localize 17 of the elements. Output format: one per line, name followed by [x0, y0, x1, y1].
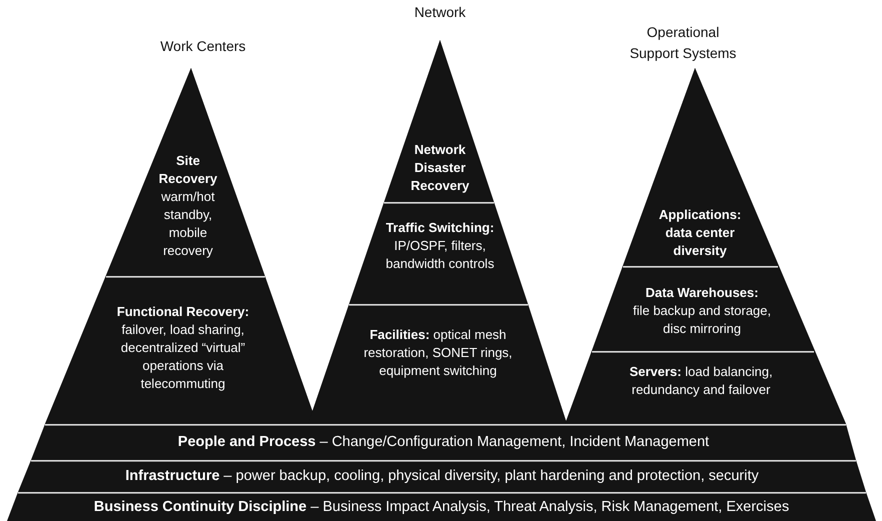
layer-description: IP/OSPF, filters, bandwidth controls [384, 237, 496, 273]
layer-description: warm/hot standby, mobile recovery [160, 188, 216, 260]
pillar-heading: Network [413, 3, 467, 22]
layer-description: Servers: load balancing, redundancy and failover [628, 363, 774, 399]
band-text: Infrastructure – power backup, cooling, physical diversity, plant hardening and protection, security [125, 467, 759, 485]
band-text: People and Process – Change/Configuration Management, Incident Management [178, 433, 710, 451]
pillar-heading: Operational Support Systems [628, 23, 738, 63]
pillar-heading: Work Centers [159, 37, 247, 56]
layer-description: Network Disaster Recovery [410, 141, 470, 195]
band-text: Business Continuity Discipline – Business Impact Analysis, Threat Analysis, Risk Management, Exercises [94, 498, 790, 516]
layer-description: failover, load sharing, decentralized “virtual” operations via telecommuting [120, 321, 246, 393]
layer-heading: Traffic Switching: [386, 219, 494, 237]
layer-heading: Data Warehouses: [646, 284, 758, 302]
layer-description: Applications: data center diversity [658, 206, 742, 260]
layer-description: Facilities: optical mesh restoration, SONET rings, equipment switching [362, 326, 514, 380]
layer-heading: Functional Recovery: [116, 303, 250, 321]
layer-description: file backup and storage, disc mirroring [632, 302, 772, 338]
